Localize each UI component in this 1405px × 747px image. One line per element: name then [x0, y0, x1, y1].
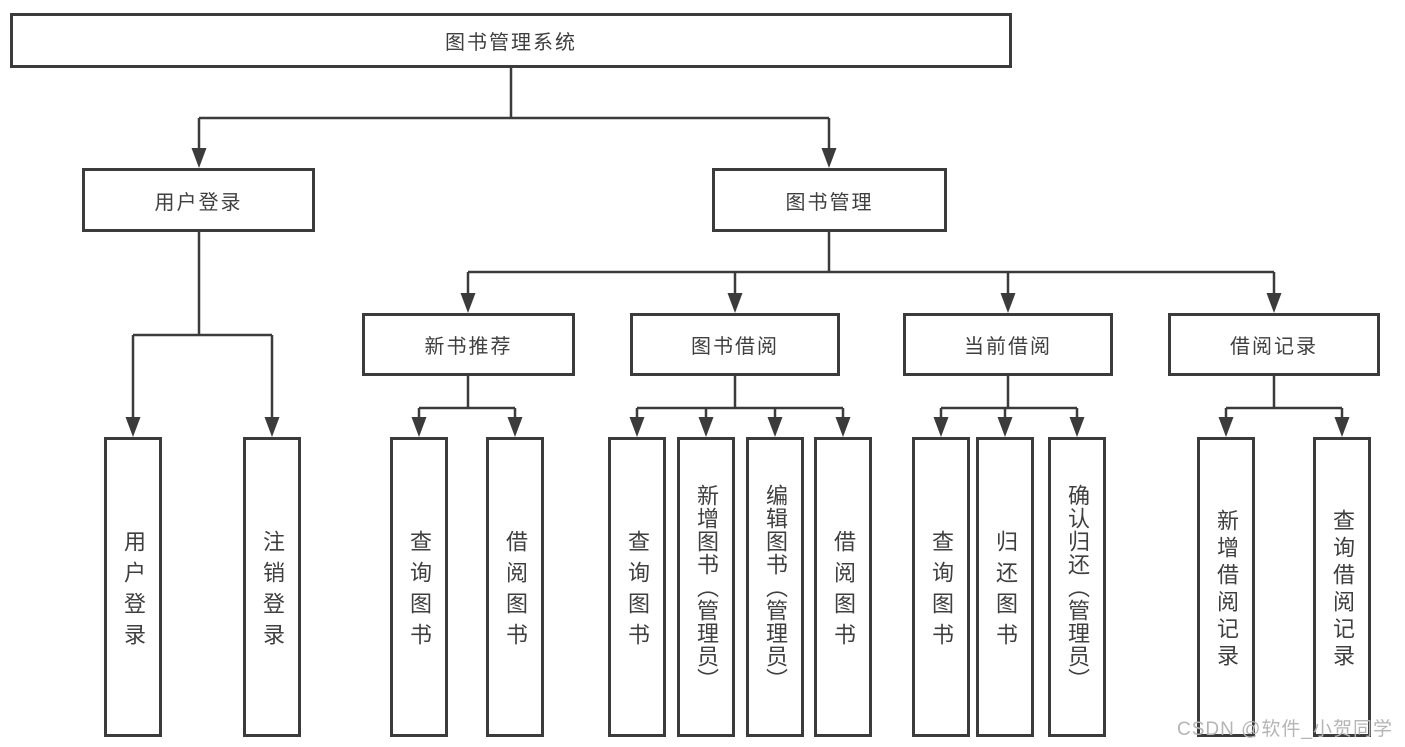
node-borrow-records: 借阅记录	[1168, 313, 1380, 376]
node-leaf-query-book-borrow: 查询图书	[608, 437, 666, 737]
node-book-borrow: 图书借阅	[630, 313, 840, 376]
watermark: CSDN @软件_小贺同学	[1177, 719, 1393, 740]
node-leaf-logout: 注销登录	[243, 437, 301, 737]
node-leaf-confirm-return-admin: 确认归还（管理员）	[1048, 437, 1106, 737]
node-leaf-return-book: 归还图书	[976, 437, 1034, 737]
node-leaf-add-borrow-record: 新增借阅记录	[1197, 437, 1255, 737]
node-leaf-edit-book-admin: 编辑图书（管理员）	[746, 437, 804, 737]
node-user-login: 用户登录	[82, 168, 315, 232]
node-leaf-add-book-admin: 新增图书（管理员）	[677, 437, 735, 737]
node-root: 图书管理系统	[10, 13, 1012, 68]
node-leaf-query-book-recommend: 查询图书	[390, 437, 448, 737]
node-leaf-user-login: 用户登录	[104, 437, 162, 737]
node-leaf-query-borrow-record: 查询借阅记录	[1313, 437, 1371, 737]
node-book-management: 图书管理	[712, 168, 947, 232]
node-leaf-borrow-book: 借阅图书	[814, 437, 872, 737]
node-new-book-recommend: 新书推荐	[362, 313, 575, 376]
node-current-borrow: 当前借阅	[903, 313, 1113, 376]
node-leaf-borrow-book-recommend: 借阅图书	[486, 437, 544, 737]
node-leaf-query-book-current: 查询图书	[912, 437, 970, 737]
